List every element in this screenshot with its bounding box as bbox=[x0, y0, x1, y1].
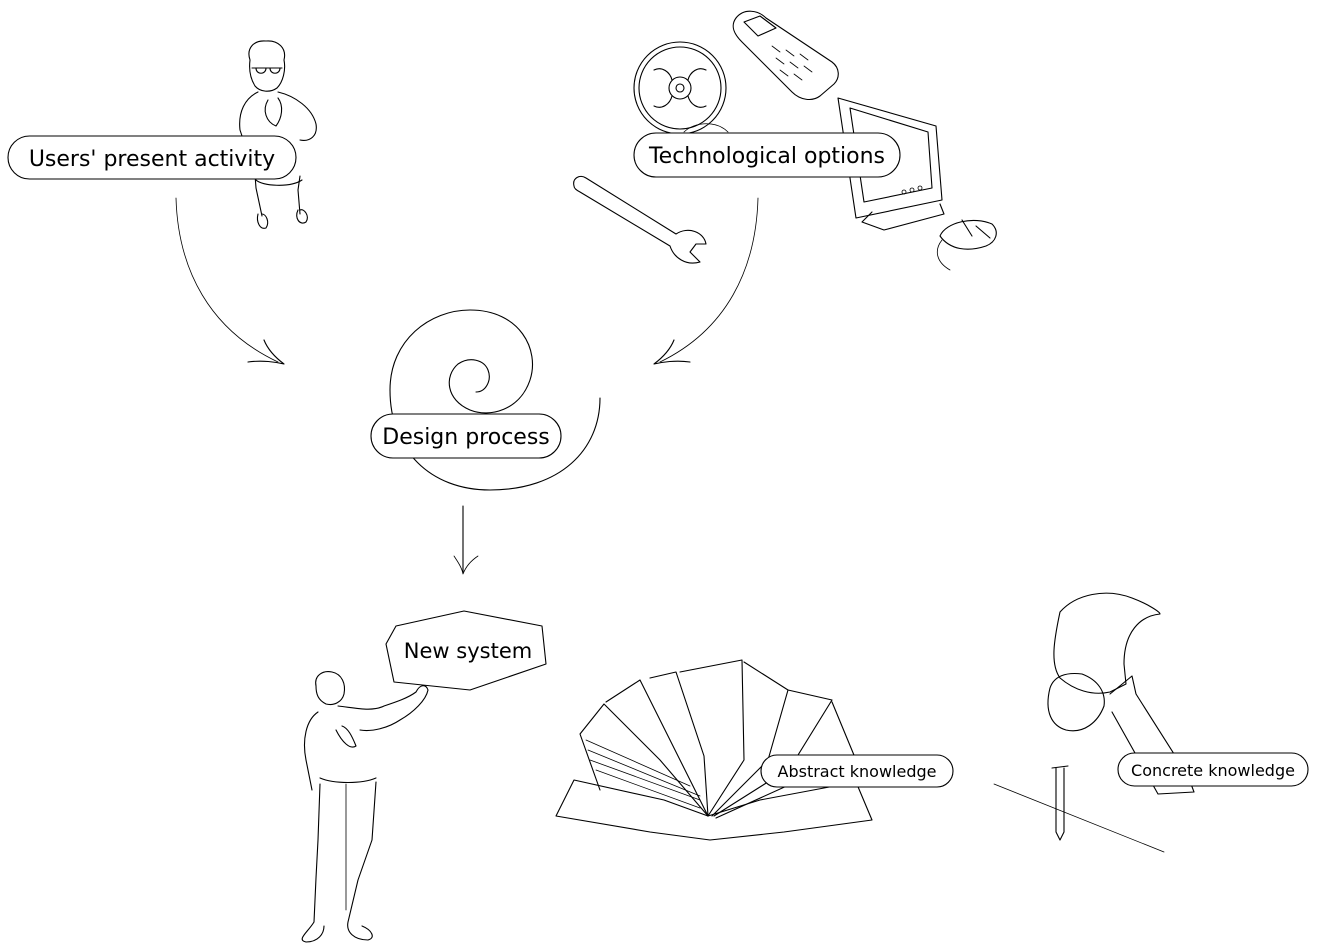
concrete-knowledge-text: Concrete knowledge bbox=[1131, 761, 1295, 780]
down-arrow bbox=[453, 505, 479, 575]
users-present-activity-label: Users' present activity bbox=[7, 135, 297, 180]
abstract-knowledge-label: Abstract knowledge bbox=[760, 754, 954, 788]
gear-icon bbox=[633, 41, 729, 135]
nail-icon bbox=[1051, 765, 1069, 841]
spiral-icon bbox=[389, 309, 601, 491]
users-present-activity-text: Users' present activity bbox=[29, 147, 275, 172]
technological-options-text: Technological options bbox=[648, 144, 885, 169]
technological-options-label: Technological options bbox=[633, 132, 901, 178]
wrench-icon bbox=[573, 175, 707, 264]
new-system-text: New system bbox=[404, 639, 532, 663]
ground-line bbox=[993, 783, 1165, 853]
computer-mouse-icon bbox=[936, 219, 997, 271]
concrete-knowledge-label: Concrete knowledge bbox=[1117, 752, 1309, 787]
design-process-label: Design process bbox=[370, 413, 562, 459]
abstract-knowledge-text: Abstract knowledge bbox=[778, 762, 937, 781]
open-book-icon bbox=[555, 659, 873, 841]
presenting-person-icon bbox=[301, 665, 433, 943]
right-curved-arrow bbox=[653, 197, 759, 365]
thinking-person-icon bbox=[239, 40, 317, 229]
new-system-label: New system bbox=[385, 610, 547, 691]
design-process-text: Design process bbox=[382, 425, 550, 450]
mobile-phone-icon bbox=[732, 10, 839, 101]
left-curved-arrow bbox=[175, 197, 285, 365]
